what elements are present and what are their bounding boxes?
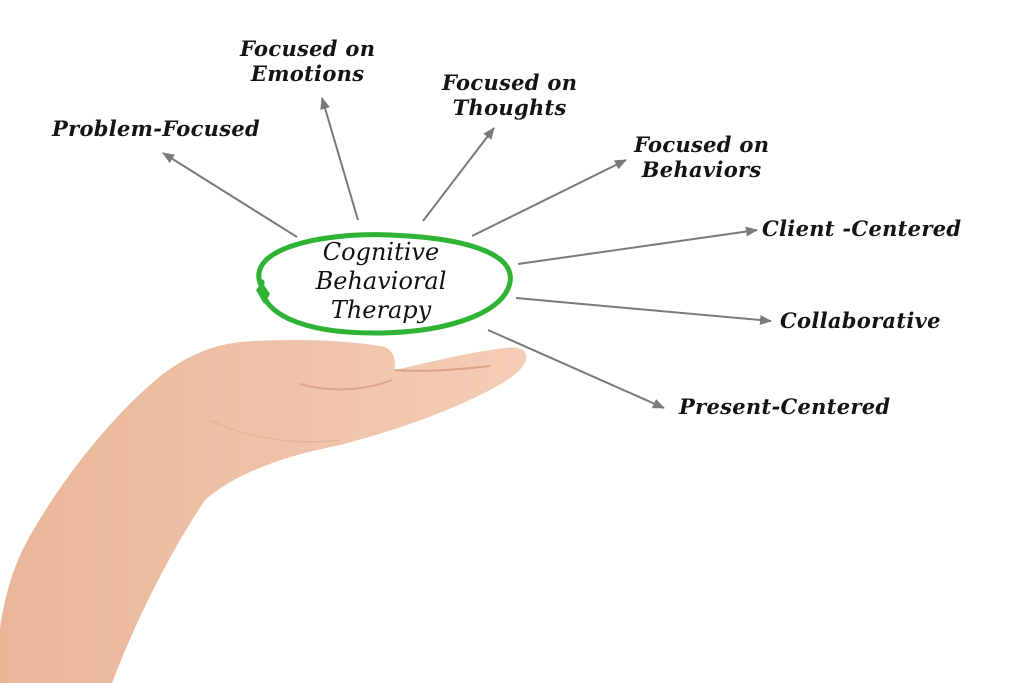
arrow-behaviors xyxy=(471,159,627,237)
label-client-centered: Client -Centered xyxy=(762,216,961,241)
label-behaviors-line-1: Focused on xyxy=(634,132,770,157)
arrow-emotions xyxy=(320,97,359,221)
hand-image xyxy=(0,339,527,683)
center-title: Cognitive Behavioral Therapy xyxy=(268,238,494,325)
label-present-centered-text: Present-Centered xyxy=(679,394,891,419)
label-emotions-line-1: Focused on xyxy=(240,36,376,61)
arrow-client-centered xyxy=(517,226,758,265)
label-focused-on-thoughts: Focused on Thoughts xyxy=(442,70,577,120)
center-title-line-1: Cognitive xyxy=(322,238,440,266)
center-ring xyxy=(256,232,513,336)
label-thoughts-line-2: Thoughts xyxy=(452,95,567,120)
label-present-centered: Present-Centered xyxy=(679,394,890,419)
arrow-present-centered xyxy=(487,329,665,409)
arrow-thoughts xyxy=(422,127,495,222)
label-emotions-line-2: Emotions xyxy=(250,61,365,86)
label-collaborative-text: Collaborative xyxy=(780,308,941,333)
arrow-problem-focused xyxy=(162,152,298,238)
label-problem-focused-text: Problem-Focused xyxy=(52,116,261,141)
label-problem-focused: Problem-Focused xyxy=(52,116,260,141)
label-collaborative: Collaborative xyxy=(780,308,941,333)
label-thoughts-line-1: Focused on xyxy=(442,70,578,95)
center-title-line-2: Behavioral xyxy=(315,267,447,295)
label-client-centered-text: Client -Centered xyxy=(762,216,962,241)
label-focused-on-behaviors: Focused on Behaviors xyxy=(634,132,769,182)
center-title-line-3: Therapy xyxy=(330,296,432,324)
label-focused-on-emotions: Focused on Emotions xyxy=(240,36,375,86)
arrow-collaborative xyxy=(515,297,772,325)
label-behaviors-line-2: Behaviors xyxy=(641,157,762,182)
